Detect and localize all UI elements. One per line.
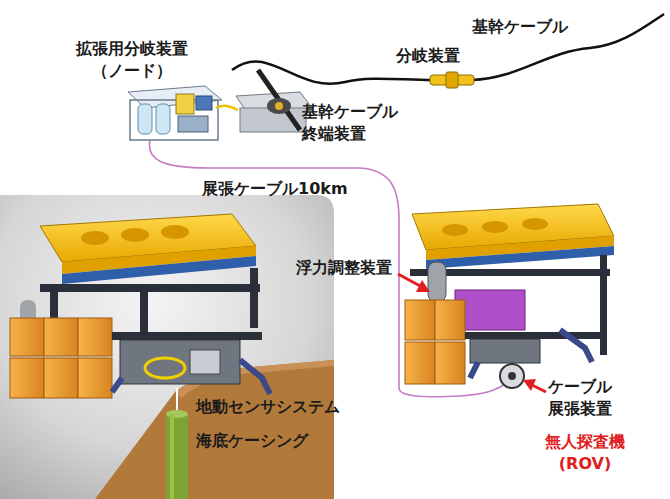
art-rect (120, 340, 240, 384)
part-label: 海底ケーシング (196, 430, 308, 452)
art-ellipse (267, 98, 291, 114)
pointer-arrows (398, 274, 546, 392)
seafloor-panel (0, 195, 334, 499)
art-rect (600, 255, 607, 355)
part-label: 基幹ケーブル (472, 16, 568, 38)
art-ellipse (81, 231, 109, 245)
rov-left (10, 214, 270, 398)
art-path (560, 330, 592, 362)
art-path (0, 195, 334, 499)
art-line (176, 388, 178, 410)
art-ellipse (121, 228, 149, 242)
art-rect (170, 414, 174, 499)
part-label: 展張ケーブル10km (202, 178, 348, 200)
art-ellipse (161, 225, 189, 239)
art-ellipse (145, 358, 185, 378)
art-rect (428, 262, 446, 302)
art-rect (156, 104, 170, 134)
part-label: 拡張用分岐装置 （ノード） (76, 38, 188, 81)
art-ellipse (442, 224, 468, 236)
art-circle (275, 102, 283, 110)
art-circle (508, 372, 516, 380)
art-rect (405, 300, 435, 340)
art-rect (176, 94, 194, 114)
art-path (112, 378, 122, 392)
art-rect (470, 339, 540, 363)
art-rect (10, 318, 44, 356)
art-circle (500, 364, 524, 388)
art-rect (190, 350, 220, 374)
art-rect (178, 116, 208, 132)
art-rect (44, 318, 78, 356)
art-rect (138, 104, 152, 134)
part-label: 地動センサシステム (196, 396, 340, 418)
branching-unit (430, 72, 474, 88)
art-rect (78, 318, 112, 356)
art-rect (40, 284, 260, 292)
art-rect (44, 358, 78, 398)
part-label: 基幹ケーブル 終端装置 (302, 101, 398, 144)
part-label: 分岐装置 (396, 45, 460, 67)
art-rect (250, 268, 258, 328)
art-rect (465, 332, 605, 339)
seafloor-casing (166, 388, 188, 499)
art-path (472, 14, 664, 80)
art-ellipse (166, 410, 188, 418)
extension-node (128, 86, 222, 140)
art-polygon (426, 246, 614, 269)
rov-right (405, 204, 614, 388)
art-polygon (523, 379, 536, 391)
art-rect (446, 72, 458, 88)
art-rect (435, 342, 465, 384)
art-rect (435, 300, 465, 340)
art-rect (140, 292, 148, 332)
termination-unit (236, 70, 312, 132)
art-path (240, 360, 270, 394)
part-label: 無人探査機 (ROV) (545, 431, 625, 474)
art-ellipse (522, 218, 548, 230)
art-path (470, 362, 478, 378)
part-label: ケーブル 展張装置 (548, 376, 612, 419)
art-rect (405, 342, 435, 384)
art-rect (112, 332, 262, 340)
art-path (258, 70, 300, 130)
art-polygon (416, 280, 430, 292)
art-rect (10, 358, 44, 398)
art-rect (196, 96, 212, 110)
node-link-cable (216, 106, 238, 110)
art-line (398, 274, 422, 287)
art-polygon (62, 256, 256, 284)
art-ellipse (482, 221, 508, 233)
part-label: 浮力調整装置 (296, 257, 392, 279)
art-rect (166, 414, 188, 499)
art-rect (78, 358, 112, 398)
